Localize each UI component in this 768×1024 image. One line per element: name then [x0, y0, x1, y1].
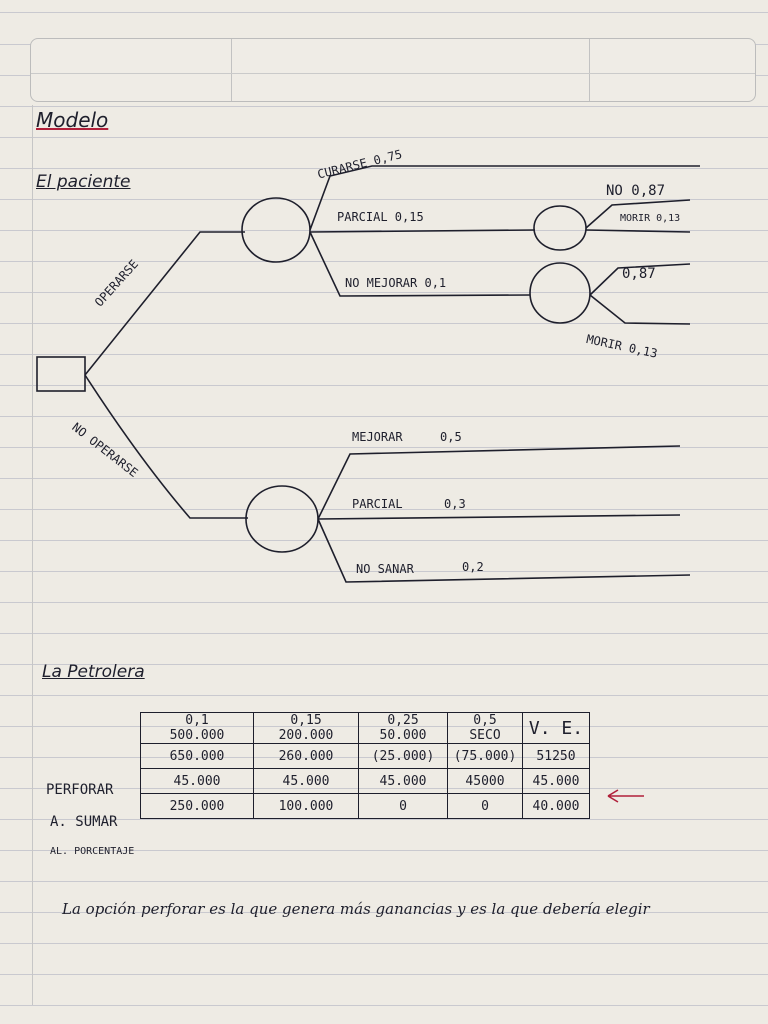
branch-curarse [309, 165, 700, 231]
label-op-parcial: PARCIAL 0,15 [337, 210, 424, 224]
cell-porc-2: 0 [358, 793, 448, 819]
outcome-3: SECO [469, 728, 501, 743]
arrow-icon [607, 789, 644, 803]
label-noop-no-sanar-p: 0,2 [462, 560, 484, 574]
row-label-perforar: PERFORAR [46, 782, 114, 798]
cell-porc-3: 0 [447, 793, 523, 819]
cell-sumar-ve: 45.000 [522, 768, 590, 794]
chance-node-operarse [241, 197, 311, 263]
branch-operarse [84, 231, 245, 376]
branch-noop-mejorar [317, 445, 681, 520]
cell-porc-ve: 40.000 [522, 793, 590, 819]
branch-no-operarse [84, 374, 248, 519]
heading-modelo: Modelo [36, 108, 109, 132]
margin-line [32, 105, 33, 1005]
branch-op-no-mejorar [309, 231, 531, 297]
label-nomejorar-no: 0,87 [622, 266, 656, 282]
cell-porc-0: 250.000 [140, 793, 254, 819]
label-op-no-mejorar: NO MEJORAR 0,1 [345, 276, 447, 290]
chance-node-parcial [533, 205, 587, 251]
cell-sumar-3: 45000 [447, 768, 523, 794]
prob-0: 0,1 [185, 713, 209, 728]
cell-sumar-2: 45.000 [358, 768, 448, 794]
label-noop-no-sanar: NO SANAR [356, 562, 414, 576]
prob-3: 0,5 [473, 713, 497, 728]
branch-noop-parcial [317, 514, 681, 520]
label-noop-parcial: PARCIAL [352, 497, 403, 511]
cell-perforar-3: (75.000) [447, 743, 523, 769]
label-noop-parcial-p: 0,3 [444, 497, 466, 511]
cell-perforar-1: 260.000 [253, 743, 359, 769]
branch-op-parcial [309, 229, 536, 233]
row-label-porcentaje: AL. PORCENTAJE [50, 846, 135, 857]
heading-petrolera: La Petrolera [42, 662, 145, 682]
ve-header: V. E. [522, 712, 590, 744]
chance-node-no-mejorar [529, 262, 591, 324]
decision-tree [36, 165, 700, 583]
label-parcial-no: NO 0,87 [606, 183, 666, 199]
cell-sumar-1: 45.000 [253, 768, 359, 794]
cell-perforar-0: 650.000 [140, 743, 254, 769]
branch-noop-no-sanar [317, 518, 691, 583]
label-parcial-morir: MORIR 0,13 [620, 213, 681, 224]
outcome-1: 200.000 [278, 728, 334, 743]
outcome-2: 50.000 [379, 728, 427, 743]
outcome-0: 500.000 [169, 728, 225, 743]
row-label-sumar: A. SUMAR [50, 814, 118, 830]
prob-2: 0,25 [387, 713, 419, 728]
label-noop-mejorar: MEJORAR [352, 430, 403, 444]
conclusion-text: La opción perforar es la que genera más … [62, 900, 650, 918]
cell-perforar-ve: 51250 [522, 743, 590, 769]
heading-paciente: El paciente [36, 172, 131, 192]
header-box [30, 38, 756, 102]
cell-perforar-2: (25.000) [358, 743, 448, 769]
chance-node-no-operarse [245, 485, 319, 553]
prob-1: 0,15 [290, 713, 322, 728]
cell-sumar-0: 45.000 [140, 768, 254, 794]
cell-porc-1: 100.000 [253, 793, 359, 819]
decision-node [36, 356, 86, 392]
label-noop-mejorar-p: 0,5 [440, 430, 462, 444]
